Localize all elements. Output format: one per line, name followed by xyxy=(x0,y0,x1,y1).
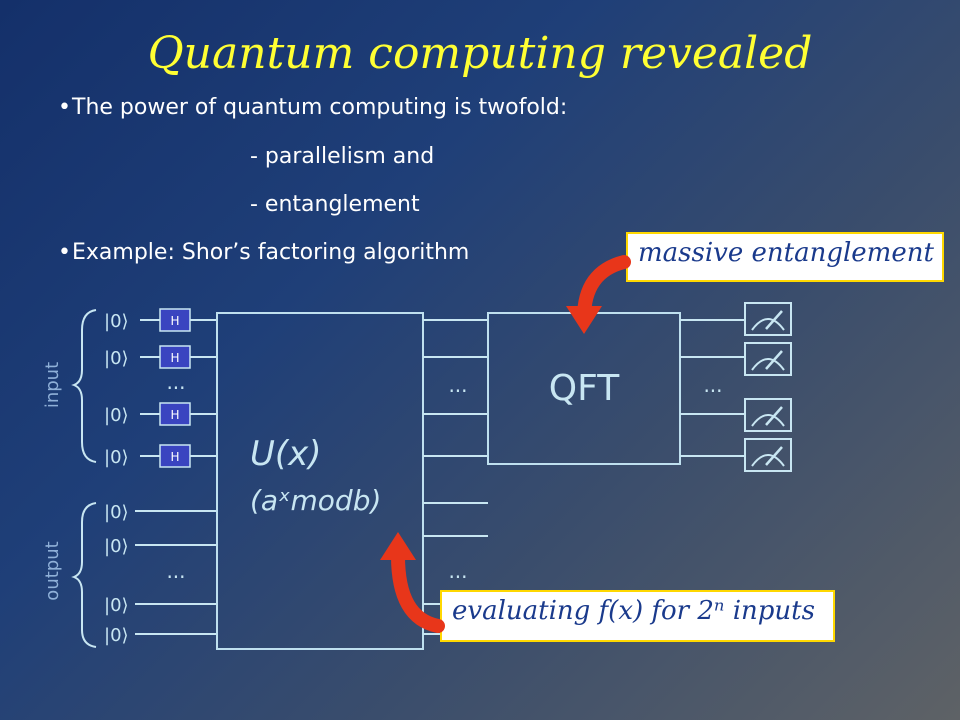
curved-arrow-top-icon xyxy=(566,255,631,334)
bullet-dot: • xyxy=(58,95,71,120)
h-gate xyxy=(159,402,191,426)
meter-icon xyxy=(744,438,792,472)
ket-zero: |0⟩ xyxy=(104,625,129,646)
h-gate xyxy=(159,444,191,468)
u-block xyxy=(216,312,424,650)
ket-zero: |0⟩ xyxy=(104,502,129,523)
sub-bullet-parallelism: - parallelism and xyxy=(250,144,435,169)
h-gate-label: H xyxy=(170,351,179,365)
output-wires xyxy=(135,510,217,635)
h-gate xyxy=(159,345,191,369)
meter-icon xyxy=(744,302,792,336)
ellipsis-middle-top: ... xyxy=(448,373,467,397)
ellipsis-right: ... xyxy=(703,373,722,397)
output-brace xyxy=(71,502,97,648)
h-gate-label: H xyxy=(170,450,179,464)
h-gate-label: H xyxy=(170,314,179,328)
bullet-dot: • xyxy=(58,240,71,265)
ket-zero: |0⟩ xyxy=(104,536,129,557)
meter-icon xyxy=(744,342,792,376)
ket-zero: |0⟩ xyxy=(104,447,129,468)
h-gate-label: H xyxy=(170,408,179,422)
measurement-wires xyxy=(680,319,745,457)
input-group-label: input xyxy=(42,362,63,408)
hadamard-gates: H H H H xyxy=(159,308,191,468)
callout-massive-entanglement: massive entanglement xyxy=(626,232,944,282)
middle-wires xyxy=(423,319,488,635)
sub-bullet-entanglement: - entanglement xyxy=(250,192,420,217)
h-gate xyxy=(159,308,191,332)
slide-title: Quantum computing revealed xyxy=(147,28,813,79)
ket-zero: |0⟩ xyxy=(104,311,129,332)
output-group-label: output xyxy=(42,541,63,600)
bullet-example: •Example: Shor’s factoring algorithm xyxy=(58,240,469,265)
u-block-label: U(x) xyxy=(250,434,322,474)
ellipsis-input: ... xyxy=(166,370,185,394)
callout-evaluating-fx: evaluating f(x) for 2ⁿ inputs xyxy=(440,590,835,642)
bullet-twofold-text: The power of quantum computing is twofol… xyxy=(72,95,568,120)
curved-arrow-bottom-icon xyxy=(380,532,445,633)
u-block-sublabel: (aˣmodb) xyxy=(250,484,381,517)
ellipsis-middle-bottom: ... xyxy=(448,559,467,583)
measurement-meters xyxy=(744,302,792,472)
ellipses: ... ... ... ... ... xyxy=(166,370,722,583)
ket-zero: |0⟩ xyxy=(104,348,129,369)
ket-labels: |0⟩ |0⟩ |0⟩ |0⟩ |0⟩ |0⟩ |0⟩ |0⟩ xyxy=(104,311,129,646)
qft-block-label: QFT xyxy=(549,368,620,409)
bullet-example-text: Example: Shor’s factoring algorithm xyxy=(72,240,470,265)
bullet-twofold: •The power of quantum computing is twofo… xyxy=(58,95,567,120)
meter-icon xyxy=(744,398,792,432)
ket-zero: |0⟩ xyxy=(104,595,129,616)
ellipsis-output: ... xyxy=(166,559,185,583)
input-brace xyxy=(71,309,97,463)
ket-zero: |0⟩ xyxy=(104,405,129,426)
